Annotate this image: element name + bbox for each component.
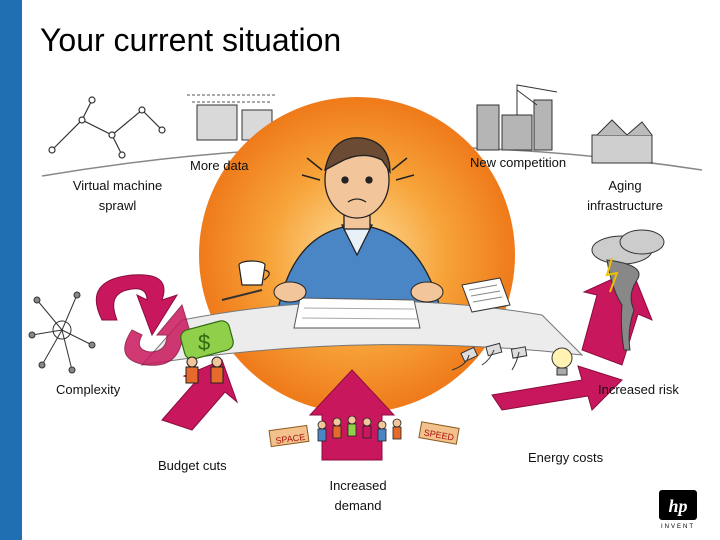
right-hand (410, 281, 444, 303)
city-skyline-icon (476, 84, 558, 151)
increased-demand-arrow (308, 369, 396, 461)
people-carrying-icon (185, 356, 224, 384)
label-new-competition: New competition (470, 155, 567, 170)
label-budget-cuts: Budget cuts (158, 458, 227, 473)
energy-risk-arrow (491, 365, 623, 411)
label-increased-demand: Increased demand (318, 476, 398, 516)
coffee-cup-icon (238, 260, 270, 286)
keyboard (293, 297, 421, 329)
papers-icon (461, 277, 511, 313)
complexity-arrow (95, 274, 195, 366)
plugs-icon (451, 342, 528, 371)
label-vm-sprawl-line1: Virtual machine (72, 178, 163, 193)
budget-cuts-arrow (161, 359, 239, 431)
pen-icon (221, 289, 263, 301)
label-increased-demand-line2: demand (334, 498, 382, 513)
network-hub-icon (28, 291, 96, 374)
slide-title: Your current situation (40, 22, 342, 58)
illustration: $ SPACE SPEED (28, 84, 703, 461)
dollar-glyph: $ (198, 330, 210, 355)
label-vm-sprawl-line2: sprawl (98, 198, 137, 213)
label-vm-sprawl: Virtual machine sprawl (60, 176, 175, 216)
left-hand (273, 281, 307, 303)
hp-logo-tagline: INVENT (661, 524, 695, 530)
space-sign-text: SPACE (275, 432, 306, 446)
space-sign (268, 424, 310, 448)
label-complexity: Complexity (56, 382, 121, 397)
data-buildings-icon (187, 94, 277, 141)
dollar-sign-icon (180, 320, 234, 360)
label-aging-line1: Aging (608, 178, 642, 193)
label-aging-line2: infrastructure (587, 198, 663, 213)
storm-cloud-icon (591, 229, 665, 265)
worried-person (276, 137, 443, 316)
stress-marks (301, 157, 415, 181)
protest-crowd-icon (317, 415, 402, 442)
label-aging-infrastructure: Aging infrastructure (575, 176, 675, 216)
hp-logo: hp INVENT (659, 490, 697, 530)
network-sprawl-icon (48, 96, 166, 159)
label-more-data: More data (190, 158, 249, 173)
hp-logo-text: hp (668, 496, 687, 516)
accent-bar (0, 0, 22, 540)
aging-infrastructure-arrow (581, 269, 653, 366)
lightbulb-icon (551, 347, 573, 376)
speed-sign (418, 421, 460, 445)
lightning-icon (605, 257, 619, 293)
label-increased-risk: Increased risk (598, 382, 679, 397)
tornado-icon (606, 259, 640, 351)
factory-icon (591, 119, 653, 164)
label-increased-demand-line1: Increased (329, 478, 387, 493)
label-energy-costs: Energy costs (528, 450, 604, 465)
